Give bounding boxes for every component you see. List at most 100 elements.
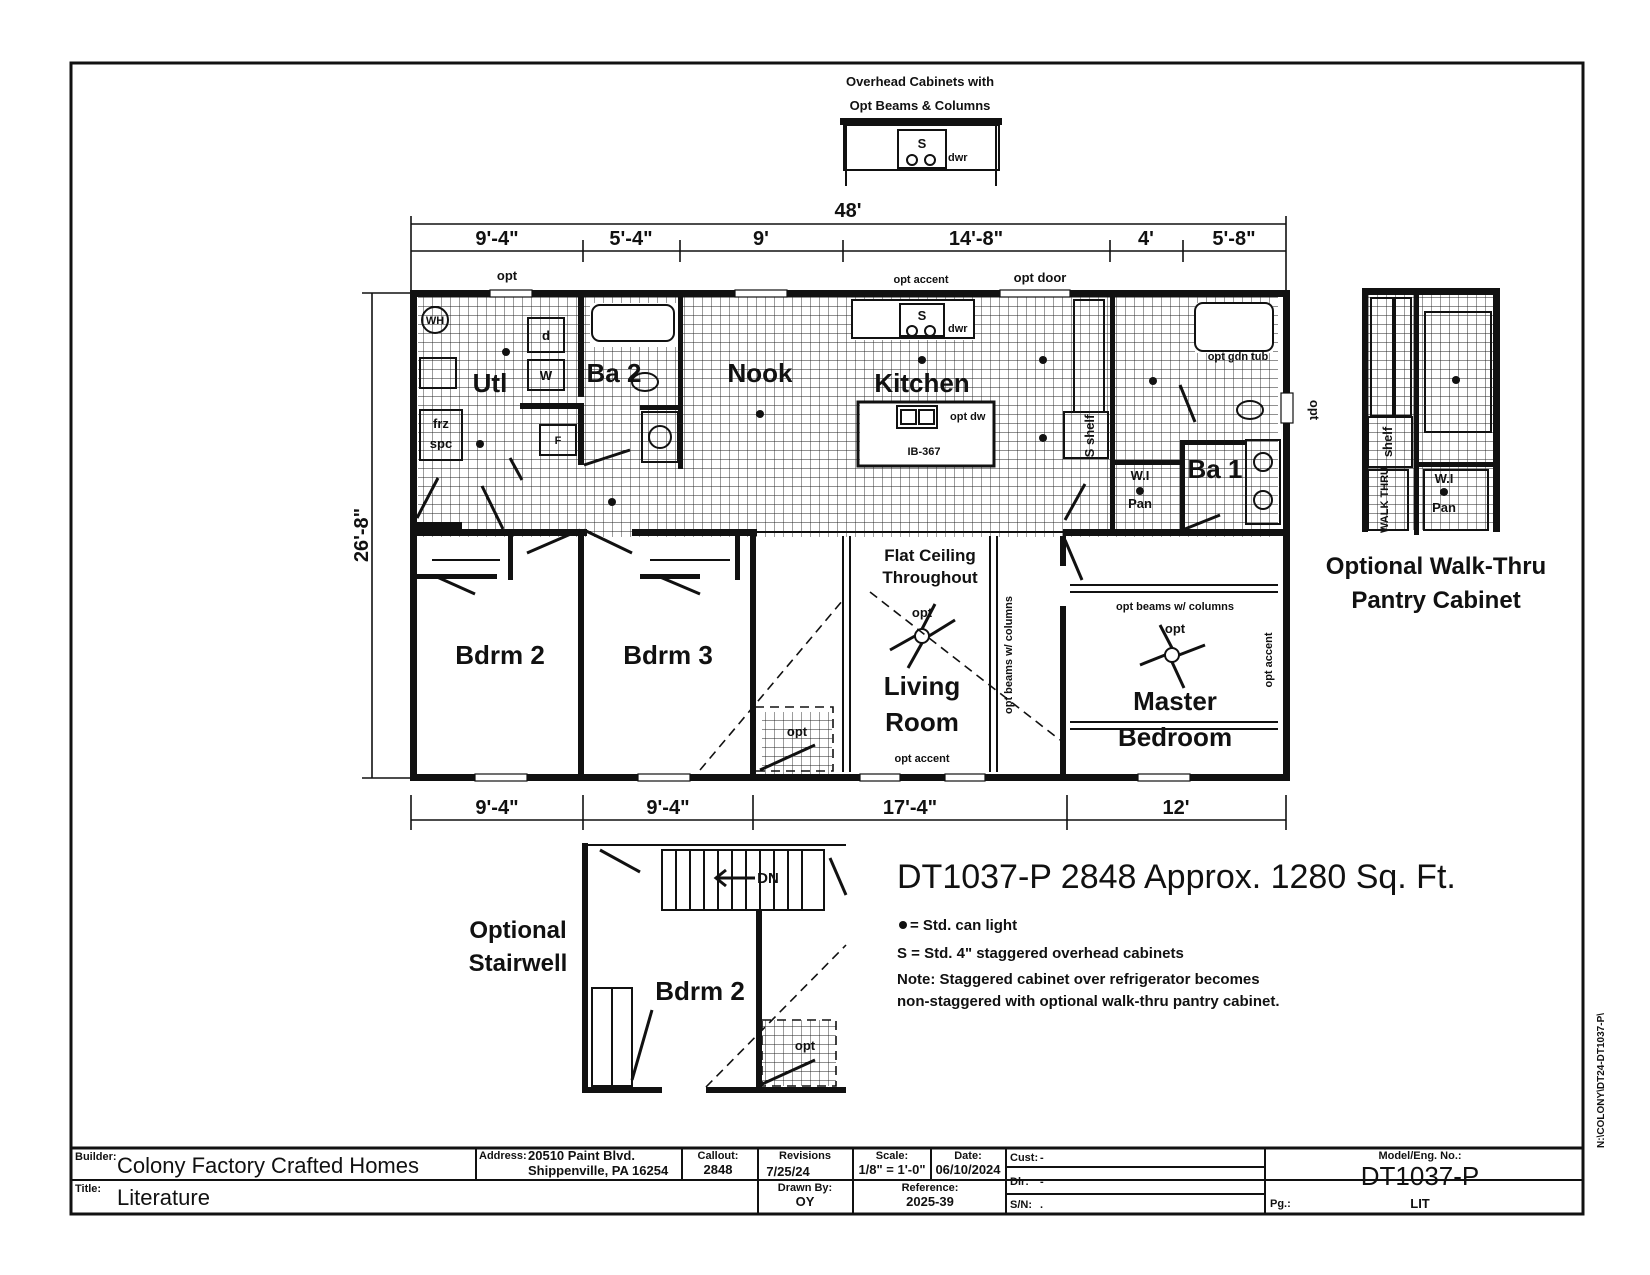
dim-overall-width: 48' [834,200,861,222]
dim-bottom-3: 17'-4" [883,797,937,819]
scale-label: Scale: [876,1150,908,1162]
freezer-label: frz [433,416,449,431]
revisions-value: 7/25/24 [766,1164,810,1179]
legend-note-line2: non-staggered with optional walk-thru pa… [897,993,1280,1010]
address-label: Address: [479,1150,527,1162]
legend-cabinets: S = Std. 4" staggered overhead cabinets [897,945,1184,962]
stair-treads [675,850,803,910]
opt-door-label: opt door [1014,270,1067,285]
pantry-pan-label: Pan [1432,500,1456,515]
main-floor-plan: WH d W frz spc F Utl opt Ba 2 Nook opt a… [410,268,1322,782]
legend-note-line1: Note: Staggered cabinet over refrigerato… [897,971,1260,988]
date-value: 06/10/2024 [935,1162,1001,1177]
room-master-line2: Bedroom [1118,722,1232,752]
washer-label: W [540,368,553,383]
title-value: Literature [117,1185,210,1210]
room-bedroom-3: Bdrm 3 [623,640,713,670]
drawn-by-label: Drawn By: [778,1182,832,1194]
room-bath-1: Ba 1 [1188,454,1243,484]
kitchen-dwr-label: dwr [948,323,968,335]
room-bedroom-2: Bdrm 2 [455,640,545,670]
optional-stairwell-inset: Optional Stairwell DN Bdrm 2 [469,843,848,1093]
walk-in-label: W.I [1131,468,1150,483]
opt-dishwasher-label: opt dw [950,411,986,423]
opt-accent-kitchen: opt accent [893,274,948,286]
stairwell-title-line1: Optional [469,917,566,944]
overhead-sink-label: S [918,136,927,151]
cust-value: - [1040,1152,1044,1164]
opt-window-label: opt [497,268,518,283]
opt-side-door-label: opt [1307,400,1322,421]
depth-dimension: 26'-8" [351,292,412,779]
dealer-label: Dlr: [1010,1176,1029,1188]
room-bath-2: Ba 2 [587,358,642,388]
overhead-cabinets-inset: Overhead Cabinets with Opt Beams & Colum… [840,74,1002,186]
serial-label: S/N: [1010,1199,1032,1211]
bottom-dimensions: 9'-4" 9'-4" 17'-4" 12' [410,795,1287,830]
stairwell-opt-label: opt [795,1038,816,1053]
water-heater-label: WH [426,315,444,327]
pantry-wi-label: W.I [1435,471,1454,486]
dryer-label: d [542,328,550,343]
dim-bottom-4: 12' [1162,797,1189,819]
model-info: DT1037-P 2848 Approx. 1280 Sq. Ft. = Std… [897,858,1456,1010]
drawn-by-value: OY [796,1194,815,1209]
overhead-dwr-label: dwr [948,152,968,164]
living-ceiling-fan-icon [889,603,956,669]
stairwell-room-label: Bdrm 2 [655,976,745,1006]
master-ceiling-fan-icon [1139,624,1206,689]
opt-accent-living: opt accent [894,753,949,765]
address-line2: Shippenville, PA 16254 [528,1163,669,1178]
pantry-shelf-label: shelf [1380,426,1395,457]
file-path: N:\COLONY\DT24-DT1037-P\ [1596,1013,1607,1148]
stair-dn-label: DN [757,870,779,887]
island-label: IB-367 [907,446,940,458]
dim-top-6: 5'-8" [1212,228,1255,250]
pantry-title-line1: Optional Walk-Thru [1326,553,1546,580]
title-block: Builder: Colony Factory Crafted Homes Ti… [69,1146,1585,1216]
optional-pantry-inset: shelf WALK THRU W.I Pan Optional Walk-Th… [1326,288,1546,614]
kitchen-sink-label: S [918,308,927,323]
stairwell-title-line2: Stairwell [469,950,568,977]
dim-top-1: 9'-4" [475,228,518,250]
pantry-title-line2: Pantry Cabinet [1351,587,1520,614]
page-value: LIT [1410,1196,1430,1211]
room-utility: Utl [473,368,508,398]
furnace-label: F [555,435,562,447]
overhead-title-line2: Opt Beams & Columns [850,98,991,113]
scale-value: 1/8" = 1'-0" [858,1162,925,1177]
can-light-legend-icon [899,921,907,929]
reference-label: Reference: [902,1182,959,1194]
room-kitchen: Kitchen [874,368,969,398]
builder-label: Builder: [75,1151,117,1163]
opt-beams-living: opt beams w/ columns [1003,596,1015,714]
dealer-value: - [1040,1176,1044,1188]
opt-accent-master: opt accent [1263,632,1275,687]
freezer-space-label: spc [430,436,452,451]
room-master-line1: Master [1133,686,1217,716]
room-living-line2: Room [885,707,959,737]
builder-name: Colony Factory Crafted Homes [117,1153,419,1178]
page-label: Pg.: [1270,1198,1291,1210]
dim-bottom-1: 9'-4" [475,797,518,819]
pantry-label: Pan [1128,496,1152,511]
dim-top-5: 4' [1138,228,1154,250]
revisions-label: Revisions [779,1150,831,1162]
stair-opt-label: opt [787,724,808,739]
flat-ceiling-line1: Flat Ceiling [884,546,976,565]
flat-ceiling-line2: Throughout [882,568,978,587]
callout-label: Callout: [698,1150,739,1162]
opt-beams-master: opt beams w/ columns [1116,601,1234,613]
model-number: DT1037-P [1361,1161,1480,1191]
can-lights [476,348,1157,506]
room-living-line1: Living [884,671,961,701]
dim-top-4: 14'-8" [949,228,1003,250]
legend-can-light: = Std. can light [910,917,1017,934]
reference-value: 2025-39 [906,1194,954,1209]
title-label: Title: [75,1183,101,1195]
overhead-title-line1: Overhead Cabinets with [846,74,994,89]
dim-top-3: 9' [753,228,769,250]
address-line1: 20510 Paint Blvd. [528,1148,635,1163]
callout-value: 2848 [704,1162,733,1177]
